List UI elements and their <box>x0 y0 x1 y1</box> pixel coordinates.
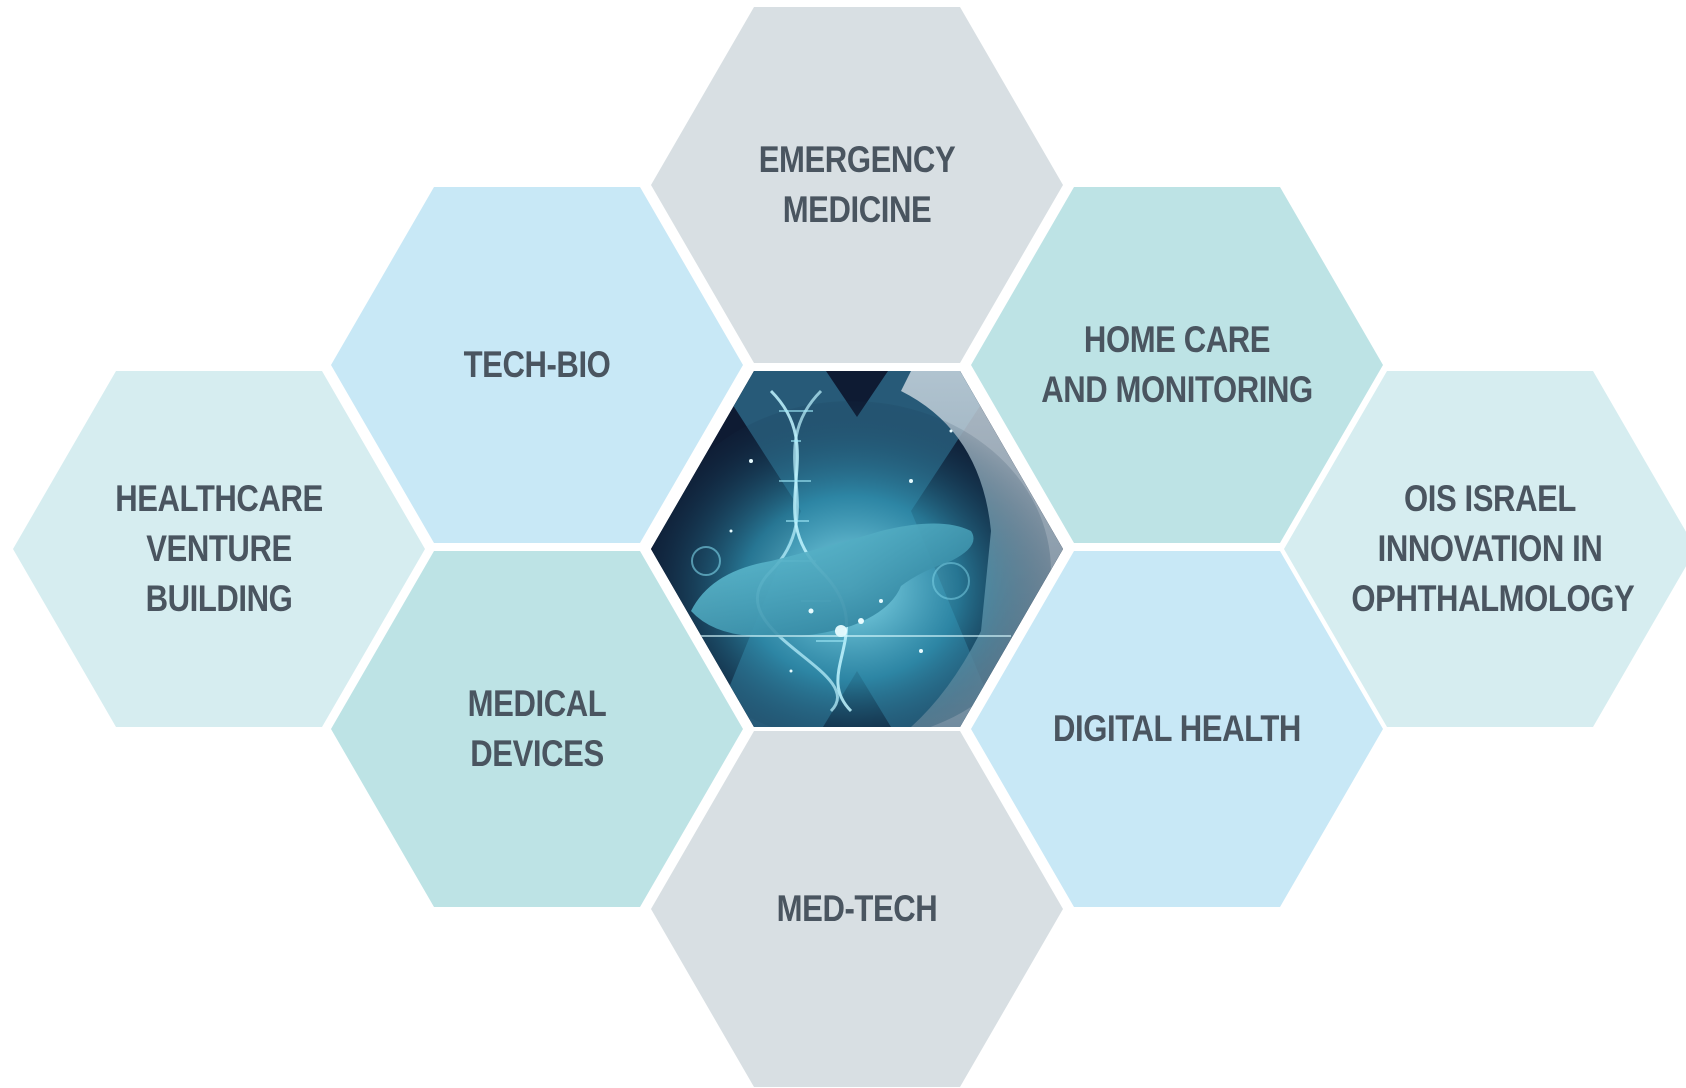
hex-label-digital-health: DIGITAL HEALTH <box>1053 708 1301 749</box>
hex-tech-bio: TECH-BIO <box>331 187 743 543</box>
hex-med-tech: MED-TECH <box>651 731 1063 1087</box>
hand-holding-dna-icon <box>651 371 1063 727</box>
hex-label-emergency-medicine: EMERGENCY MEDICINE <box>758 139 956 230</box>
hex-emergency-medicine: EMERGENCY MEDICINE <box>651 7 1063 363</box>
center-image-hexagon <box>651 371 1063 727</box>
hex-label-medical-devices: MEDICAL DEVICES <box>467 683 607 774</box>
hex-label-home-care-monitoring: HOME CARE AND MONITORING <box>1041 319 1313 410</box>
hex-label-ois-israel-ophthalmology: OIS ISRAEL INNOVATION IN OPHTHALMOLOGY <box>1351 478 1635 619</box>
hex-label-healthcare-venture-building: HEALTHCARE VENTURE BUILDING <box>115 478 323 619</box>
hex-label-tech-bio: TECH-BIO <box>463 344 611 385</box>
hex-label-med-tech: MED-TECH <box>776 888 938 929</box>
